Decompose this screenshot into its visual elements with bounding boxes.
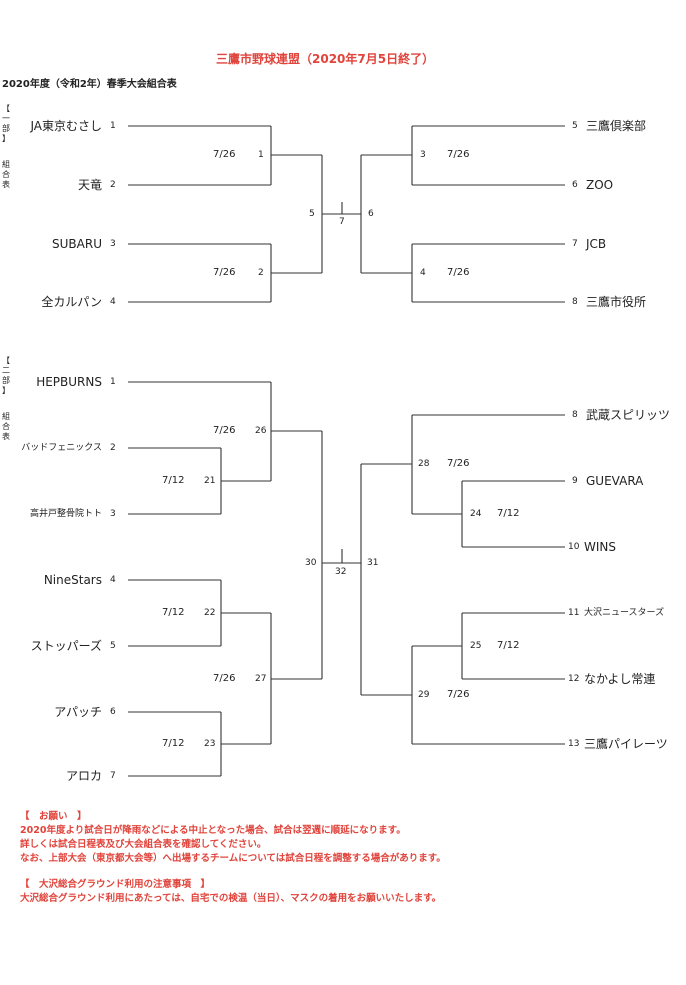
game-date: 7/12 bbox=[162, 738, 185, 749]
notice-request-heading: 【 お願い 】 bbox=[20, 811, 87, 822]
seed-number: 9 bbox=[572, 476, 578, 486]
final-game-number: 7 bbox=[339, 217, 345, 227]
seed-number: 4 bbox=[110, 297, 116, 307]
team-name: JA東京むさし bbox=[30, 119, 102, 133]
division2-label: 【二部】 bbox=[2, 356, 10, 395]
game-date: 7/26 bbox=[213, 149, 236, 160]
game-number: 26 bbox=[255, 426, 267, 436]
game-date: 7/26 bbox=[447, 689, 470, 700]
notice-request-line: なお、上部大会（東京都大会等）へ出場するチームについては試合日程を調整する場合が… bbox=[20, 853, 446, 864]
team-name: アロカ bbox=[65, 769, 102, 783]
team-name: NineStars bbox=[43, 573, 102, 587]
game-number: 28 bbox=[418, 459, 430, 469]
game-date: 7/26 bbox=[213, 673, 236, 684]
team-name: ZOO bbox=[586, 178, 614, 192]
notice-ground-heading: 【 大沢総合グラウンド利用の注意事項 】 bbox=[20, 879, 211, 890]
notice-ground-line: 大沢総合グラウンド利用にあたっては、自宅での検温（当日）、マスクの着用をお願いい… bbox=[20, 893, 442, 904]
game-date: 7/26 bbox=[213, 267, 236, 278]
game-number: 29 bbox=[418, 690, 430, 700]
game-number: 2 bbox=[258, 268, 264, 278]
division2-sublabel: 組合表 bbox=[2, 412, 10, 441]
game-number: 23 bbox=[204, 739, 216, 749]
seed-number: 5 bbox=[572, 121, 578, 131]
seed-number: 7 bbox=[110, 771, 116, 781]
game-date: 7/26 bbox=[447, 458, 470, 469]
final-game-number: 32 bbox=[335, 567, 347, 577]
seed-number: 3 bbox=[110, 509, 116, 519]
division1-sublabel: 組合表 bbox=[2, 160, 10, 189]
seed-number: 13 bbox=[568, 739, 580, 749]
game-number: 30 bbox=[305, 558, 317, 568]
team-name: HEPBURNS bbox=[36, 375, 102, 389]
game-number: 5 bbox=[309, 209, 315, 219]
page-title: 三鷹市野球連盟（2020年7月5日終了） bbox=[216, 52, 435, 66]
seed-number: 6 bbox=[110, 707, 116, 717]
seed-number: 4 bbox=[110, 575, 116, 585]
team-name: 高井戸整骨院トト bbox=[29, 509, 102, 519]
game-number: 22 bbox=[204, 608, 216, 618]
game-number: 25 bbox=[470, 641, 482, 651]
team-name: 三鷹倶楽部 bbox=[586, 119, 647, 133]
game-number: 31 bbox=[367, 558, 379, 568]
team-name: 天竜 bbox=[77, 178, 102, 192]
game-number: 4 bbox=[420, 268, 426, 278]
game-date: 7/12 bbox=[162, 475, 185, 486]
seed-number: 8 bbox=[572, 410, 578, 420]
team-name: 大沢ニュースターズ bbox=[584, 608, 665, 618]
team-name: 武蔵スピリッツ bbox=[586, 408, 671, 422]
seed-number: 10 bbox=[568, 542, 580, 552]
team-name: 三鷹市役所 bbox=[586, 295, 647, 309]
team-name: 三鷹パイレーツ bbox=[584, 737, 668, 751]
seed-number: 6 bbox=[572, 180, 578, 190]
page-subtitle: 2020年度（令和2年）春季大会組合表 bbox=[2, 79, 177, 90]
seed-number: 1 bbox=[110, 121, 116, 131]
team-name: アパッチ bbox=[54, 705, 102, 719]
game-number: 27 bbox=[255, 674, 267, 684]
team-name: SUBARU bbox=[52, 237, 102, 251]
game-number: 6 bbox=[368, 209, 374, 219]
team-name: なかよし常連 bbox=[584, 672, 656, 686]
game-number: 3 bbox=[420, 150, 426, 160]
seed-number: 5 bbox=[110, 641, 116, 651]
game-date: 7/12 bbox=[162, 607, 185, 618]
notice-request-line: 詳しくは試合日程表及び大会組合表を確認してください。 bbox=[20, 839, 267, 850]
game-number: 24 bbox=[470, 509, 482, 519]
seed-number: 11 bbox=[568, 608, 580, 618]
seed-number: 3 bbox=[110, 239, 116, 249]
division1-label: 【一部】 bbox=[2, 104, 10, 143]
team-name: ストッパーズ bbox=[30, 639, 102, 653]
team-name: WINS bbox=[584, 540, 616, 554]
game-date: 7/26 bbox=[447, 267, 470, 278]
game-date: 7/26 bbox=[213, 425, 236, 436]
game-date: 7/12 bbox=[497, 640, 520, 651]
seed-number: 7 bbox=[572, 239, 578, 249]
game-date: 7/12 bbox=[497, 508, 520, 519]
team-name: GUEVARA bbox=[586, 474, 644, 488]
notice-request-line: 2020年度より試合日が降雨などによる中止となった場合、試合は翌週に順延になりま… bbox=[20, 825, 406, 836]
seed-number: 2 bbox=[110, 180, 116, 190]
game-number: 21 bbox=[204, 476, 216, 486]
seed-number: 1 bbox=[110, 377, 116, 387]
seed-number: 2 bbox=[110, 443, 116, 453]
team-name: バッドフェニックス bbox=[21, 443, 102, 453]
team-name: 全カルパン bbox=[41, 295, 102, 309]
seed-number: 8 bbox=[572, 297, 578, 307]
team-name: JCB bbox=[586, 237, 607, 251]
game-date: 7/26 bbox=[447, 149, 470, 160]
game-number: 1 bbox=[258, 150, 264, 160]
seed-number: 12 bbox=[568, 674, 580, 684]
